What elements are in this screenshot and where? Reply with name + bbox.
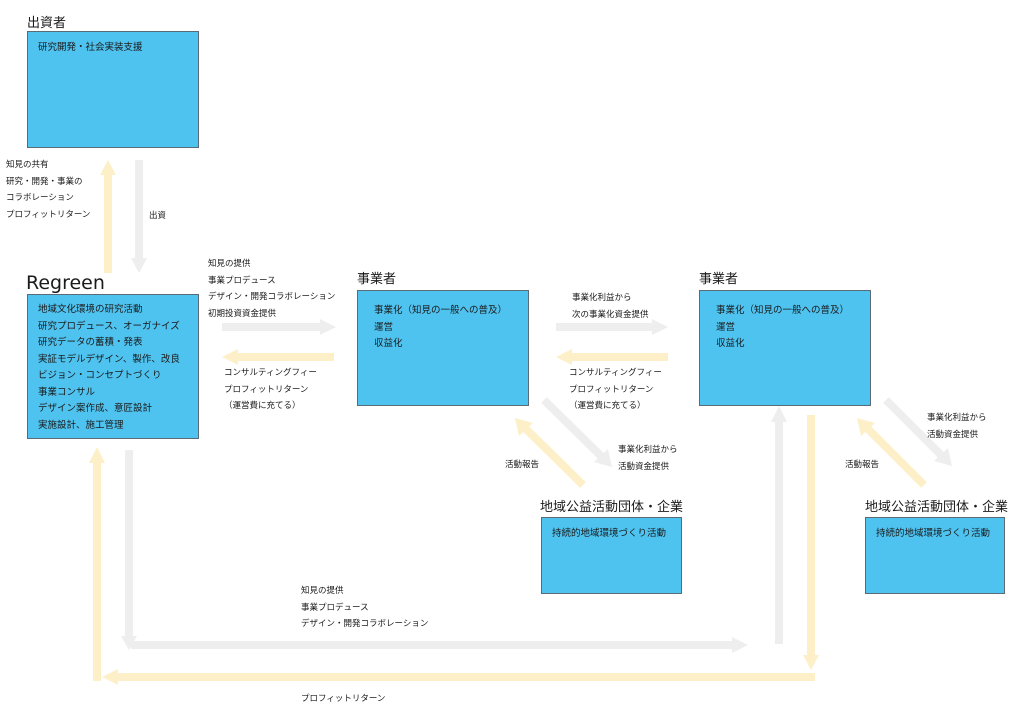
investor-title: 出資者: [27, 16, 67, 31]
regreen-title: Regreen: [26, 272, 105, 294]
business2-line: 事業化（知見の一般への普及）: [716, 305, 850, 316]
arrow-funding1: [541, 397, 612, 467]
community1-title: 地域公益活動団体・企業: [540, 500, 684, 515]
arrow-knowledge-share: [100, 160, 116, 273]
regreen-box: 地域文化環境の研究活動 研究プロデュース、オーガナイズ 研究データの蓄積・発表 …: [27, 294, 199, 439]
community1-box: 持続的地域環境づくり活動: [541, 517, 682, 594]
arrow-biz-to-biz: [556, 319, 668, 335]
business1-title: 事業者: [357, 272, 397, 287]
regreen-line: デザイン案作成、意匠設計: [38, 403, 153, 414]
label-knowledge-share: 知見の共有研究・開発・事業の コラボレーションプロフィットリターン: [6, 160, 91, 220]
label-funding1: 事業化利益から活動資金提供: [618, 445, 678, 472]
regreen-line: ビジョン・コンセプトづくり: [38, 370, 162, 381]
arrow-bottom-provide: [121, 406, 787, 653]
arrow-provide-r2b: [222, 319, 336, 335]
business1-line: 収益化: [374, 338, 403, 349]
business1-line: 運営: [374, 321, 394, 333]
business2-box: 事業化（知見の一般への普及） 運営 収益化: [699, 290, 871, 406]
investor-box: 研究開発・社会実装支援: [27, 31, 199, 148]
business2-line: 運営: [716, 321, 736, 333]
label-consult-b2r: コンサルティングフィープロフィットリターン （運営費に充てる）: [224, 368, 317, 411]
business1-box: 事業化（知見の一般への普及） 運営 収益化: [357, 290, 529, 406]
arrow-consult-b2r: [222, 349, 334, 365]
label-funding2: 事業化利益から活動資金提供: [927, 413, 987, 440]
label-biz-to-biz: 事業化利益から次の事業化資金提供: [572, 293, 649, 320]
regreen-line: 実施設計、施工管理: [38, 419, 124, 431]
investor-line: 研究開発・社会実装支援: [38, 42, 143, 53]
label-bottom-provide: 知見の提供事業プロデュース デザイン・開発コラボレーション: [301, 586, 429, 629]
community2-line: 持続的地域環境づくり活動: [876, 528, 991, 539]
arrow-bottom-return: [89, 415, 819, 685]
arrow-investment: [131, 160, 147, 273]
business2-title: 事業者: [699, 272, 739, 287]
community1-line: 持続的地域環境づくり活動: [552, 528, 667, 539]
regreen-line: 実証モデルデザイン、製作、改良: [38, 353, 180, 365]
label-investment: 出資: [149, 211, 167, 221]
label-report2: 活動報告: [845, 460, 880, 470]
community2-title: 地域公益活動団体・企業: [865, 500, 1009, 515]
regreen-line: 研究プロデュース、オーガナイズ: [38, 320, 180, 332]
arrow-consult-b2b: [556, 349, 668, 365]
arrow-report2: [857, 418, 927, 488]
label-bottom-return: プロフィットリターン: [301, 694, 386, 704]
label-provide-r2b: 知見の提供事業プロデュース デザイン・開発コラボレーション初期投資資金提供: [208, 259, 336, 319]
label-consult-b2b: コンサルティングフィープロフィットリターン （運営費に充てる）: [569, 368, 662, 411]
community2-box: 持続的地域環境づくり活動: [865, 517, 1005, 594]
business1-line: 事業化（知見の一般への普及）: [374, 305, 508, 316]
regreen-line: 事業コンサル: [38, 386, 96, 398]
regreen-line: 研究データの蓄積・発表: [38, 337, 143, 348]
regreen-line: 地域文化環境の研究活動: [38, 304, 143, 315]
arrow-funding2: [883, 397, 952, 466]
label-report1: 活動報告: [505, 460, 540, 470]
arrow-report1: [515, 418, 586, 488]
business2-line: 収益化: [716, 338, 745, 349]
